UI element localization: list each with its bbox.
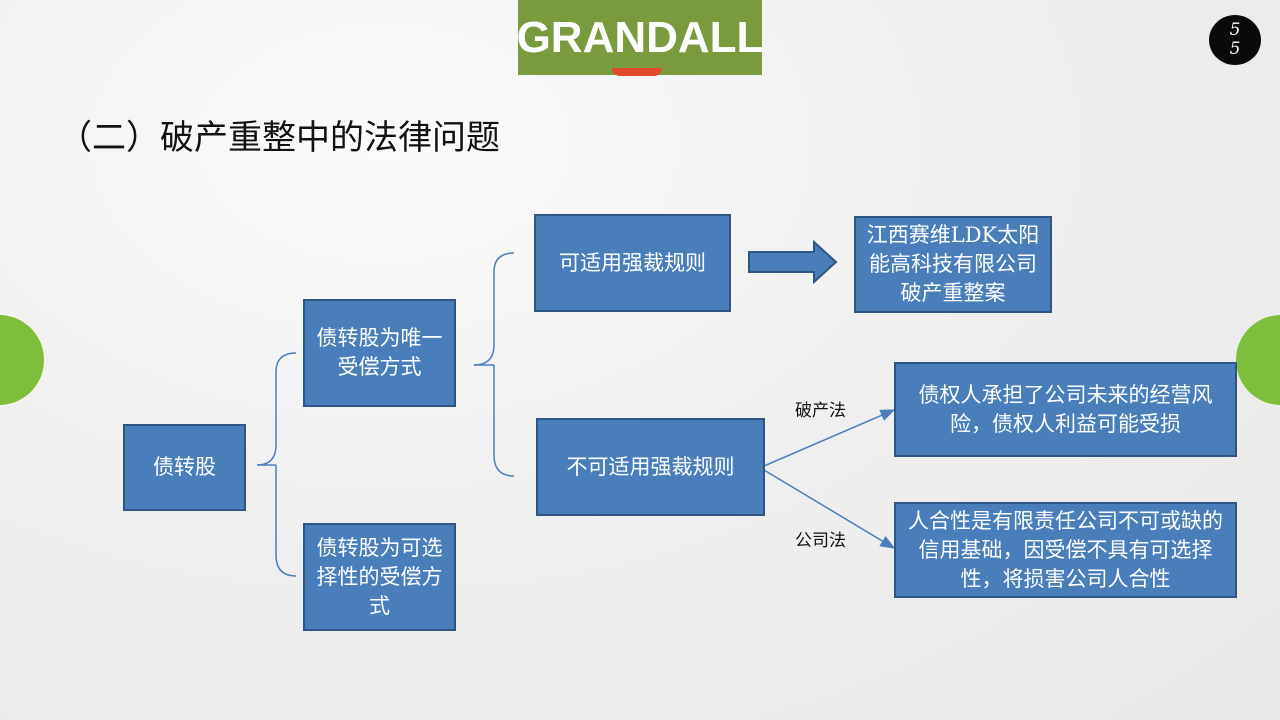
bracket-only-way: [473, 252, 515, 477]
node-cramdown-not-applicable: 不可适用强裁规则: [536, 418, 765, 516]
grandall-logo: GRANDALL: [516, 0, 764, 75]
arrow-to-company-result: [763, 469, 896, 549]
slide-title: （二）破产重整中的法律问题: [58, 118, 500, 158]
node-bankruptcy-result-label: 债权人承担了公司未来的经营风险，债权人利益可能受损: [918, 382, 1213, 436]
node-bankruptcy-result: 债权人承担了公司未来的经营风险，债权人利益可能受损: [894, 362, 1237, 457]
node-cramdown-applicable-label: 可适用强裁规则: [559, 250, 706, 275]
logo-accent-mark: [612, 68, 662, 76]
page-number-line1: 5: [1229, 20, 1241, 40]
node-root-label: 债转股: [153, 455, 216, 479]
node-cramdown-applicable: 可适用强裁规则: [534, 214, 731, 312]
node-only-way: 债转股为唯一受偿方式: [303, 299, 456, 407]
node-optional-way: 债转股为可选择性的受偿方式: [303, 523, 456, 631]
page-number-badge: 5 5: [1209, 15, 1261, 65]
block-arrow: [748, 239, 838, 285]
bracket-root: [256, 352, 297, 577]
arrow-to-bankruptcy-result: [763, 409, 896, 467]
node-ldk-case: 江西赛维LDK太阳能高科技有限公司破产重整案: [854, 216, 1052, 313]
node-only-way-label: 债转股为唯一受偿方式: [316, 326, 443, 379]
node-root: 债转股: [123, 424, 246, 511]
node-company-result-label: 人合性是有限责任公司不可或缺的信用基础，因受偿不具有可选择性，将损害公司人合性: [908, 508, 1223, 591]
edge-label-bankruptcy-law: 破产法: [795, 401, 846, 421]
node-company-result: 人合性是有限责任公司不可或缺的信用基础，因受偿不具有可选择性，将损害公司人合性: [894, 502, 1237, 598]
node-ldk-case-label: 江西赛维LDK太阳能高科技有限公司破产重整案: [866, 223, 1040, 305]
node-cramdown-not-applicable-label: 不可适用强裁规则: [566, 454, 735, 479]
logo-text: GRANDALL: [516, 12, 764, 62]
page-number-line2: 5: [1229, 39, 1241, 59]
node-optional-way-label: 债转股为可选择性的受偿方式: [316, 535, 443, 618]
edge-label-company-law: 公司法: [795, 531, 846, 551]
